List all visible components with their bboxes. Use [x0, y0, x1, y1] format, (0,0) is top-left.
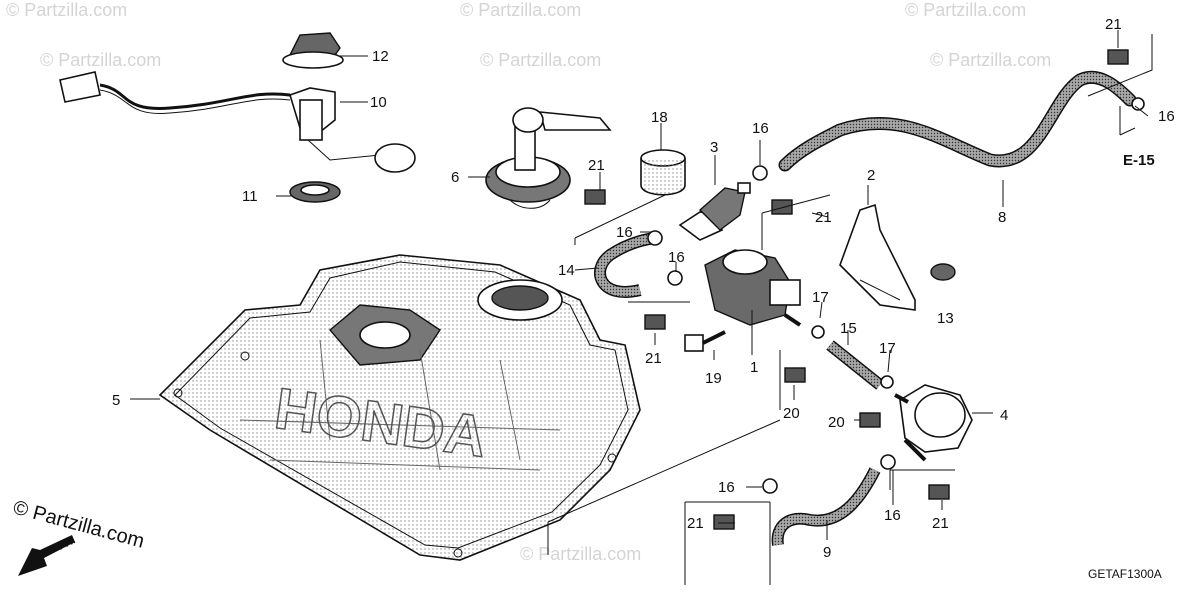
section-reference: E-15 [1123, 152, 1155, 169]
callout-13: 13 [937, 310, 954, 327]
diagram-code: GETAF1300A [1088, 567, 1162, 581]
clamps [584, 49, 1145, 530]
front-marker: FR. [56, 534, 77, 552]
callout-9: 9 [823, 544, 831, 561]
fuel-cap [485, 107, 612, 209]
front-arrow-icon: FR. [18, 534, 77, 576]
callout-16: 16 [718, 479, 735, 496]
callout-21: 21 [645, 350, 662, 367]
callout-4: 4 [1000, 407, 1008, 424]
callout-16: 16 [752, 120, 769, 137]
callout-21: 21 [932, 515, 949, 532]
callout-21: 21 [1105, 16, 1122, 33]
grommet [930, 263, 956, 281]
callout-18: 18 [651, 109, 668, 126]
watermark: © Partzilla.com [520, 544, 641, 564]
fuel-tank: HONDA [158, 254, 641, 561]
callout-labels: 1 2 3 4 5 6 8 9 10 11 12 13 14 15 16 16 … [112, 16, 1175, 561]
filter-sleeve [640, 149, 686, 196]
callout-10: 10 [370, 94, 387, 111]
watermarks: © Partzilla.com © Partzilla.com © Partzi… [6, 0, 1051, 564]
leader-lines [130, 30, 1149, 540]
callout-16: 16 [616, 224, 633, 241]
callout-14: 14 [558, 262, 575, 279]
copyright-text: © Partzilla.com [11, 497, 147, 553]
hoses [594, 70, 1137, 546]
callout-17: 17 [812, 289, 829, 306]
callout-19: 19 [705, 370, 722, 387]
callout-11: 11 [242, 188, 258, 205]
callout-21: 21 [687, 515, 704, 532]
canister [894, 384, 973, 462]
bracket [839, 203, 916, 311]
callout-8: 8 [998, 209, 1006, 226]
callout-16: 16 [668, 249, 685, 266]
watermark: © Partzilla.com [905, 0, 1026, 20]
watermark: © Partzilla.com [930, 50, 1051, 70]
callout-1: 1 [750, 359, 758, 376]
bolt [684, 330, 726, 352]
purge-valve [704, 249, 802, 327]
callout-5: 5 [112, 392, 120, 409]
fuel-pump-assembly [59, 32, 416, 203]
callout-20: 20 [783, 405, 800, 422]
callout-2: 2 [867, 167, 875, 184]
callout-16: 16 [1158, 108, 1175, 125]
callout-12: 12 [372, 48, 389, 65]
watermark: © Partzilla.com [460, 0, 581, 20]
watermark: © Partzilla.com [480, 50, 601, 70]
callout-21: 21 [815, 209, 832, 226]
callout-3: 3 [710, 139, 718, 156]
callout-17: 17 [879, 340, 896, 357]
callout-21: 21 [588, 157, 605, 174]
callout-20: 20 [828, 414, 845, 431]
callout-15: 15 [840, 320, 857, 337]
callout-16: 16 [884, 507, 901, 524]
watermark: © Partzilla.com [40, 50, 161, 70]
callout-6: 6 [451, 169, 459, 186]
valve-3 [678, 182, 751, 241]
watermark: © Partzilla.com [6, 0, 127, 20]
section-brackets [547, 34, 1153, 585]
